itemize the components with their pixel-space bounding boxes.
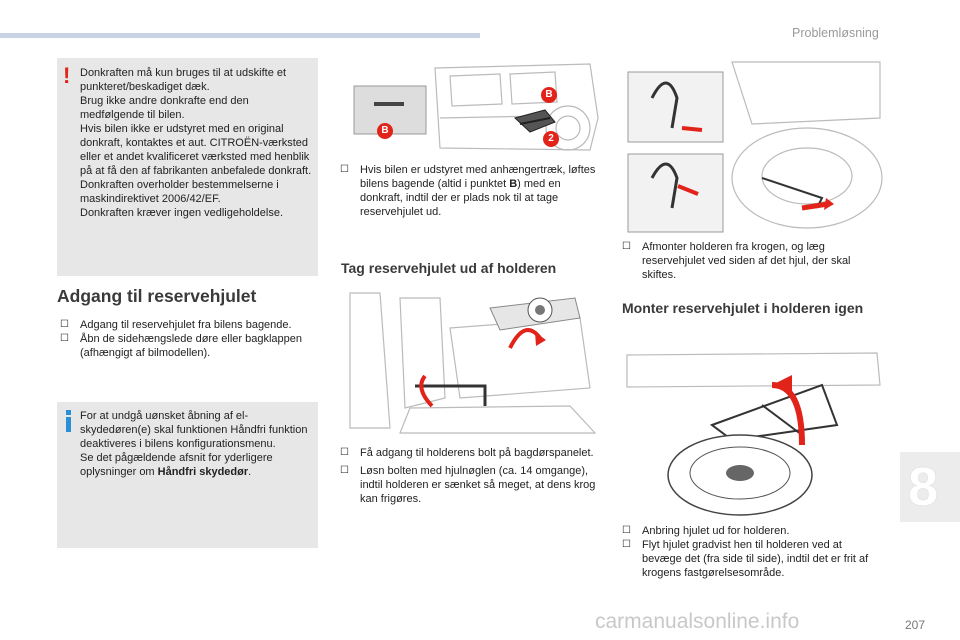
list-item: ☐ Anbring hjulet ud for holderen.: [622, 524, 884, 538]
list-item: ☐ Adgang til reservehjulet fra bilens bag…: [60, 318, 320, 332]
bullet-text: Løsn bolten med hjulnøglen (ca. 14 omgan…: [360, 465, 596, 505]
callout-label: 2: [548, 133, 554, 144]
bullet-text: Afmonter holderen fra krogen, og læg res…: [642, 241, 851, 281]
callout-b-left: B: [377, 123, 393, 139]
remove-title: Tag reservehjulet ud af holderen: [341, 260, 557, 276]
checkbox-icon: ☐: [622, 539, 631, 550]
access-title: Adgang til reservehjulet: [57, 286, 257, 306]
info-paragraph: Se det pågældende afsnit for yderligere …: [80, 451, 314, 479]
info-text: For at undgå uønsket åbning af el-skyded…: [80, 409, 314, 479]
chapter-number: 8: [908, 457, 939, 517]
callout-label: B: [381, 125, 389, 136]
checkbox-icon: ☐: [622, 525, 631, 536]
warning-paragraph: Donkraften må kun bruges til at udskifte…: [80, 67, 287, 93]
list-item: ☐ Åbn de sidehængslede døre eller bagklap…: [60, 332, 320, 360]
info-icon: [64, 410, 72, 434]
warning-text: Donkraften må kun bruges til at udskifte…: [80, 66, 314, 220]
remove-bullets: ☐ Få adgang til holderens bolt på bagdørs…: [340, 446, 602, 510]
bullet-text: Adgang til reservehjulet fra bilens bage…: [80, 319, 292, 331]
hook-release-illustration: [622, 58, 884, 238]
list-item: ☐ Afmonter holderen fra krogen, og læg re…: [622, 240, 884, 282]
info-ref-end: .: [248, 466, 252, 478]
bullet-text: Få adgang til holderens bolt på bagdørsp…: [360, 447, 594, 459]
bullet-text: Flyt hjulet gradvist hen til holderen ve…: [642, 539, 869, 579]
chapter-tab: 8: [900, 452, 960, 522]
list-item: ☐ Løsn bolten med hjulnøglen (ca. 14 omga…: [340, 464, 602, 506]
exclamation-icon: !: [63, 63, 71, 88]
list-item: ☐ Få adgang til holderens bolt på bagdørs…: [340, 446, 602, 460]
list-item: ☐ Flyt hjulet gradvist hen til holderen v…: [622, 538, 884, 580]
refit-bullets: ☐ Anbring hjulet ud for holderen. ☐ Flyt h…: [622, 524, 884, 584]
access-bullets: ☐ Adgang til reservehjulet fra bilens bag…: [60, 318, 320, 364]
refit-title: Monter reservehjulet i holderen igen: [622, 300, 864, 316]
checkbox-icon: ☐: [60, 319, 69, 330]
checkbox-icon: ☐: [340, 465, 349, 476]
warning-paragraph: Donkraften kræver ingen vedligeholdelse.: [80, 207, 284, 219]
warning-paragraph: Hvis bilen ikke er udstyret med en origi…: [80, 123, 312, 177]
warning-box: [57, 58, 318, 276]
info-box: [57, 402, 318, 548]
watermark: carmanualsonline.info: [595, 610, 800, 633]
bullet-text-end: ) med en donkraft, indtil der er plads n…: [360, 178, 561, 218]
checkbox-icon: ☐: [340, 447, 349, 458]
bullet-text: Anbring hjulet ud for holderen.: [642, 525, 790, 537]
towbar-bullets: ☐ Hvis bilen er udstyret med anhængertræk…: [340, 163, 602, 223]
checkbox-icon: ☐: [340, 164, 349, 175]
page-number: 207: [905, 618, 926, 632]
list-item: ☐ Hvis bilen er udstyret med anhængertræk…: [340, 163, 602, 219]
info-ref-bold: Håndfri skydedør: [157, 466, 249, 478]
callout-label: B: [545, 89, 553, 100]
checkbox-icon: ☐: [622, 241, 631, 252]
info-ref-text: Se det pågældende afsnit for yderligere …: [80, 452, 273, 478]
bullet-text: Åbn de sidehængslede døre eller bagklapp…: [80, 333, 302, 359]
callout-2: 2: [543, 131, 559, 147]
info-paragraph: For at undgå uønsket åbning af el-skyded…: [80, 410, 308, 450]
top-accent-bar: [0, 33, 480, 38]
unhook-bullets: ☐ Afmonter holderen fra krogen, og læg re…: [622, 240, 884, 286]
car-jack-illustration: [340, 58, 602, 158]
callout-b-right: B: [541, 87, 557, 103]
refit-wheel-illustration: [622, 345, 884, 520]
warning-paragraph: Donkraften overholder bestemmelserne i m…: [80, 179, 279, 205]
section-title: Problemløsning: [792, 26, 879, 40]
warning-paragraph: Brug ikke andre donkrafte end den medføl…: [80, 95, 249, 121]
trunk-bolt-illustration: [340, 288, 602, 438]
bullet-text: Hvis bilen er udstyret med anhængertræk,…: [360, 164, 596, 190]
point-b-ref: B: [509, 178, 518, 190]
checkbox-icon: ☐: [60, 333, 69, 344]
